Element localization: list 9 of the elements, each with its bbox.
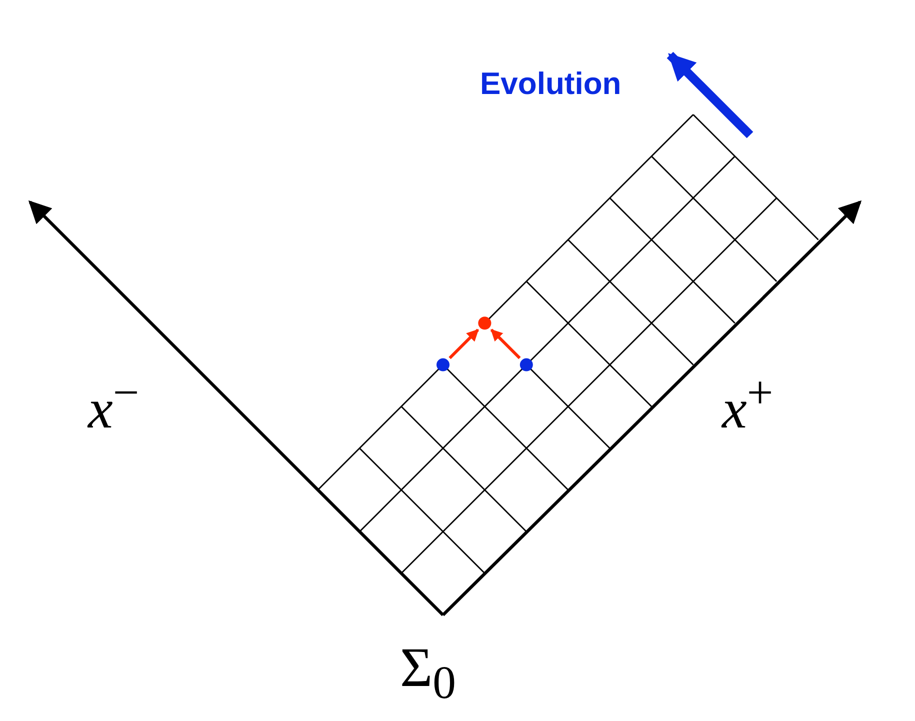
point-marker (520, 358, 533, 372)
axis-label: x$^{−}$ (88, 370, 140, 438)
point-marker (436, 358, 450, 372)
arrow (448, 328, 480, 360)
axis-label: Σ$_{0}$ (400, 640, 456, 707)
point-marker (478, 316, 492, 330)
axis-label: x$^{+}$ (722, 370, 774, 438)
arrow (490, 328, 521, 360)
direction-label: Evolution (480, 68, 622, 99)
